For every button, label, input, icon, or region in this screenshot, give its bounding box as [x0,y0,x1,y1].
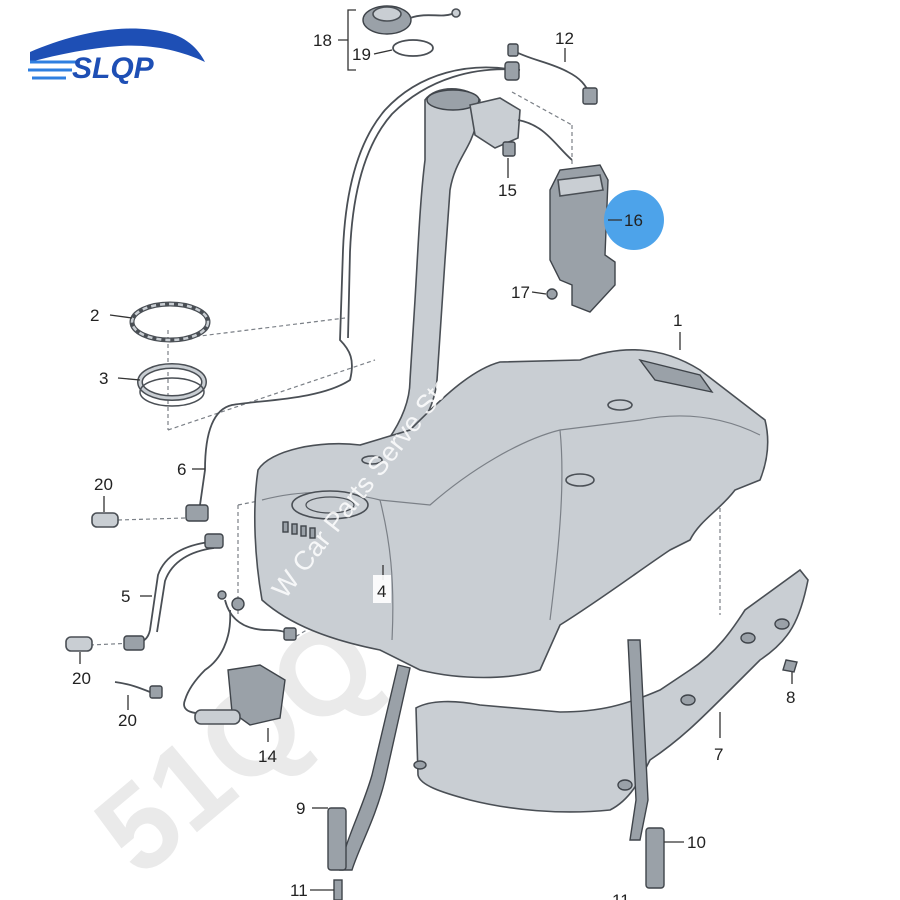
callout-11-right: 11 [612,891,630,900]
strap-right-band [627,639,649,841]
callout-10: 10 [687,833,706,852]
tank-strap-left [327,664,411,900]
nut-8 [782,659,798,673]
callout-11-left: 11 [290,881,308,900]
strap-left-bracket [327,807,347,871]
callout-14: 14 [258,747,277,766]
callouts: 1 2 3 4 5 6 7 8 9 10 11 11 12 14 15 17 1 [72,9,795,900]
callout-15: 15 [498,181,517,200]
bolt-15 [502,141,516,157]
nut-17 [546,288,558,300]
canister-body [549,164,616,313]
filler-cap-assembly [362,5,461,57]
callout-7: 7 [714,745,723,764]
heat-shield-body [415,568,809,813]
sender-opening [291,490,369,520]
callout-2: 2 [90,306,99,325]
tank-strap-right [627,639,665,889]
highlight-circle [604,190,664,250]
fuel-pump-harness-14 [149,590,297,726]
logo-text: SLQP [72,52,155,85]
callout-20-top: 20 [94,475,113,494]
callout-9: 9 [296,799,305,818]
strap-right-bracket [645,827,665,889]
bolt-11-left [333,879,343,900]
carbon-canister [546,164,616,313]
strap-left-band [339,664,411,871]
seal-ring [392,39,434,57]
filler-neck [386,88,573,446]
wiring-connector-12 [507,43,598,105]
highlight-label: 16 [624,211,643,230]
fuel-filter [194,709,241,725]
callout-18: 18 [313,31,332,50]
callout-20-middle: 20 [72,669,91,688]
callout-1: 1 [673,311,682,330]
supply-pipe-5 [123,533,224,651]
callout-5: 5 [121,587,130,606]
vent-pipe [185,61,521,522]
callout-8: 8 [786,688,795,707]
connector-20-upper [91,512,119,528]
slqp-logo: SLQP [28,28,205,85]
connector-20-middle [65,636,93,652]
callout-12: 12 [555,29,574,48]
tank-vent-nozzles [282,521,316,539]
seal-ring-3 [137,363,207,407]
tank-top-pad [638,358,714,394]
callout-6: 6 [177,460,186,479]
hose-connectors-20 [65,512,151,693]
callout-4: 4 [377,582,386,601]
locking-ring-2 [129,301,211,343]
logo-speed-lines-icon [28,60,80,80]
heat-shield-7 [413,568,809,813]
callout-3: 3 [99,369,108,388]
callout-20-bottom: 20 [118,711,137,730]
callout-17: 17 [511,283,530,302]
highlight-16: 16 [604,190,664,250]
callout-19: 19 [352,45,371,64]
filler-bracket [469,97,521,149]
logo-car-swoosh-icon [30,28,205,62]
